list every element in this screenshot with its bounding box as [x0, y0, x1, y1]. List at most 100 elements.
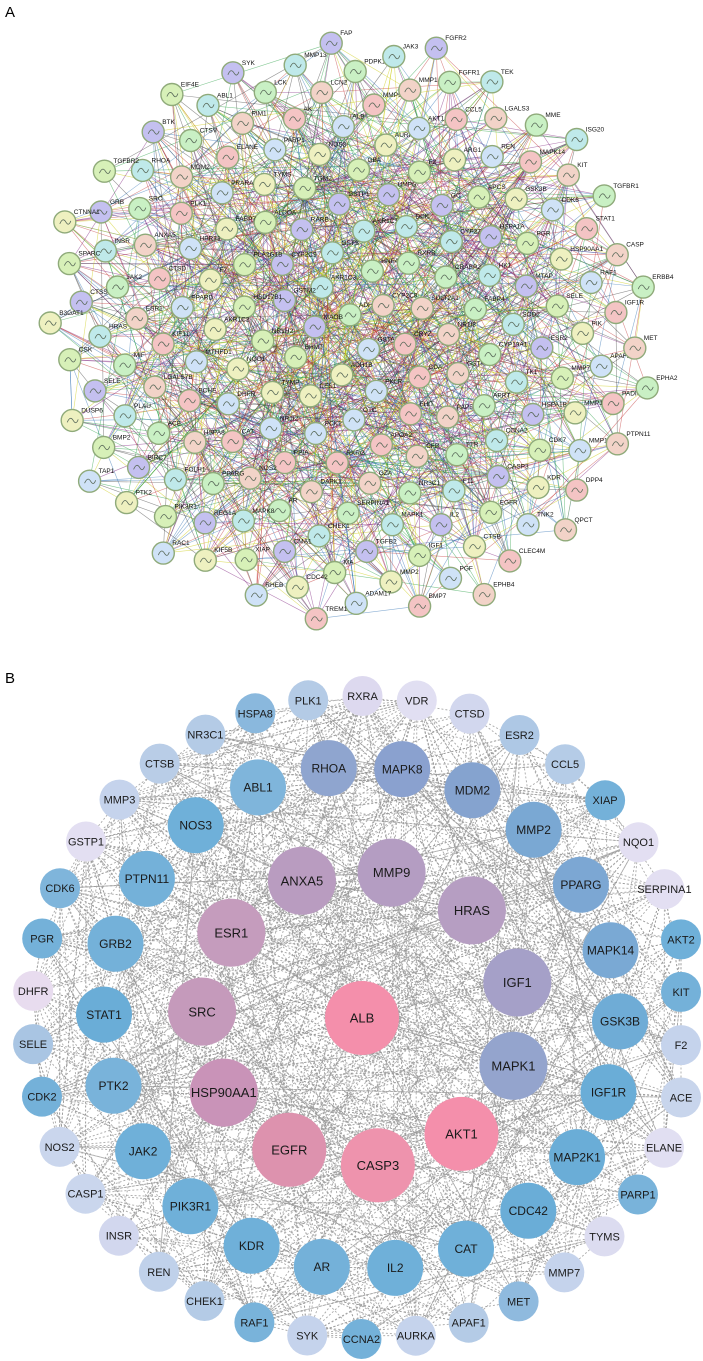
string-node-egfr[interactable]: EGFR [479, 499, 518, 524]
string-node-kit[interactable]: KIT [556, 162, 587, 187]
string-node-hk1[interactable]: HK1 [477, 262, 512, 287]
string-node-casp[interactable]: CASP [605, 242, 644, 267]
string-node-dpp4[interactable]: DPP4 [565, 477, 603, 502]
string-node-bmp7[interactable]: BMP7 [407, 593, 447, 618]
string-node-prara[interactable]: PRARA [210, 180, 254, 205]
string-node-cdc42[interactable]: CDC42 [285, 574, 328, 599]
string-node-fabp4[interactable]: FABP4 [463, 296, 505, 321]
hub-node-nqo1[interactable]: NQO1 [618, 822, 659, 863]
hub-node-gstp1[interactable]: GSTP1 [66, 821, 106, 862]
string-node-reg1a[interactable]: REG1A [193, 510, 237, 535]
string-node-tgfb2[interactable]: TGFB2 [355, 538, 397, 564]
string-node-otc[interactable]: OTC [342, 407, 377, 432]
string-node-esr2[interactable]: ESR2 [530, 335, 568, 360]
string-node-hprt1[interactable]: HPRT1 [178, 235, 222, 261]
string-node-raf1[interactable]: RAF1 [579, 270, 617, 295]
string-node-met[interactable]: MET [623, 335, 658, 360]
hub-node-esr1[interactable]: ESR1 [197, 898, 266, 967]
string-node-nqo1[interactable]: NQO1 [226, 356, 266, 381]
string-node-gc[interactable]: GC [430, 192, 461, 218]
string-node-mmp12[interactable]: MMP12 [568, 438, 612, 463]
string-node-cyp2c9[interactable]: CYP2C9 [270, 251, 317, 277]
string-node-epha2[interactable]: EPHA2 [635, 375, 678, 400]
hub-node-cdk6[interactable]: CDK6 [40, 868, 80, 909]
string-node-fabp7[interactable]: FABP7 [215, 216, 257, 241]
string-node-ccna2[interactable]: CCNA2 [484, 428, 528, 453]
hub-node-ctsb[interactable]: CTSB [139, 743, 180, 784]
string-node-pklr[interactable]: PKLR [364, 378, 403, 403]
string-node-f7[interactable]: F7 [198, 267, 227, 292]
string-node-anxa5[interactable]: ANXA5 [133, 232, 176, 257]
hub-node-mapk8[interactable]: MAPK8 [374, 741, 431, 798]
string-node-hsp90aa1[interactable]: HSP90AA1 [549, 246, 604, 271]
string-node-cyp19a1[interactable]: CYP19A1 [478, 342, 528, 367]
string-node-gsts[interactable]: GSTS [320, 240, 360, 265]
hub-node-mapk1[interactable]: MAPK1 [479, 1031, 548, 1100]
hub-node-stat1[interactable]: STAT1 [76, 986, 132, 1043]
hub-node-apaf1[interactable]: APAF1 [448, 1302, 489, 1343]
hub-node-chek1[interactable]: CHEK1 [184, 1281, 225, 1321]
hub-node-nr3c1[interactable]: NR3C1 [185, 714, 226, 755]
string-node-parp1[interactable]: PARP1 [263, 137, 305, 162]
hub-node-kdr[interactable]: KDR [223, 1217, 280, 1274]
hub-node-akt1[interactable]: AKT1 [424, 1096, 499, 1171]
hub-node-hras[interactable]: HRAS [437, 876, 506, 945]
string-node-alb[interactable]: ALB [331, 114, 365, 139]
string-node-serpina1[interactable]: SERPINA1 [336, 500, 390, 525]
string-node-lcn2[interactable]: LCN2 [310, 80, 348, 105]
hub-node-serpina1[interactable]: SERPINA1 [637, 869, 692, 910]
hub-node-egfr[interactable]: EGFR [252, 1112, 327, 1187]
string-node-aldoa[interactable]: ALDOA [253, 209, 297, 235]
string-node-clec4m[interactable]: CLEC4M [498, 548, 545, 573]
hub-node-nos3[interactable]: NOS3 [167, 797, 224, 854]
string-node-tgm2[interactable]: TGM2 [293, 175, 332, 201]
hub-node-rhoa[interactable]: RHOA [300, 740, 357, 797]
hub-node-cdc42[interactable]: CDC42 [500, 1182, 557, 1239]
string-node-il2[interactable]: IL2 [429, 512, 459, 537]
string-node-f11[interactable]: F11 [442, 478, 474, 503]
hub-node-mapk14[interactable]: MAPK14 [582, 922, 639, 979]
hub-node-il2[interactable]: IL2 [367, 1239, 424, 1296]
string-node-maob[interactable]: MAOB [303, 314, 343, 339]
string-node-ren[interactable]: REN [480, 144, 515, 169]
string-node-pparg[interactable]: PPARG [201, 471, 244, 496]
string-node-ma[interactable]: MA [323, 560, 354, 585]
string-node-f2[interactable]: F2 [407, 159, 437, 184]
hub-node-gsk3b[interactable]: GSK3B [592, 993, 648, 1050]
hub-node-sele[interactable]: SELE [13, 1024, 54, 1065]
string-node-insr[interactable]: INSR [93, 238, 130, 263]
string-node-ccl5[interactable]: CCL5 [444, 106, 482, 132]
string-node-mthfd1[interactable]: MTHFD1 [184, 349, 232, 374]
string-node-pla2g1b[interactable]: PLA2G1B [232, 252, 283, 277]
hub-node-ctsd[interactable]: CTSD [449, 693, 490, 734]
hub-node-ccl5[interactable]: CCL5 [545, 744, 586, 785]
string-node-bmp2[interactable]: BMP2 [91, 434, 131, 460]
string-node-elane[interactable]: ELANE [216, 144, 259, 169]
string-node-b3gat1[interactable]: B3GAT1 [38, 310, 84, 335]
string-node-fap[interactable]: FAP [319, 30, 352, 55]
string-node-dusp6[interactable]: DUSP6 [60, 407, 103, 433]
string-node-ephb4[interactable]: EPHB4 [472, 582, 515, 607]
string-node-dapk1[interactable]: DAPK1 [299, 479, 342, 504]
string-node-sele[interactable]: SELE [545, 293, 584, 318]
string-node-mmp1[interactable]: MMP1 [398, 77, 438, 102]
string-node-kif5b[interactable]: KIF5B [193, 547, 232, 572]
string-node-esr1[interactable]: ESR1 [125, 306, 163, 331]
string-node-umps[interactable]: UMPS [376, 182, 417, 207]
hub-node-grb2[interactable]: GRB2 [87, 915, 144, 972]
string-node-kdr[interactable]: KDR [526, 474, 561, 500]
string-node-rhoa[interactable]: RHOA [130, 157, 171, 183]
string-node-tnk2[interactable]: TNK2 [516, 512, 554, 537]
string-node-pim1[interactable]: PIM1 [230, 110, 268, 136]
string-node-hspa8[interactable]: HSPA8 [183, 429, 225, 454]
hub-node-casp1[interactable]: CASP1 [65, 1173, 106, 1214]
string-node-akr1c3[interactable]: AKR1C3 [310, 274, 357, 300]
string-node-tgfbr1[interactable]: TGFBR1 [592, 183, 639, 208]
string-node-sod2[interactable]: SOD2 [501, 311, 540, 336]
string-node-arg1[interactable]: ARG1 [442, 147, 482, 172]
hub-node-hsp90aa1[interactable]: HSP90AA1 [189, 1058, 258, 1127]
hub-node-cat[interactable]: CAT [438, 1220, 494, 1277]
string-node-pgr[interactable]: PGR [515, 230, 551, 256]
string-node-mmp2[interactable]: MMP2 [379, 569, 419, 594]
string-node-aurka[interactable]: AURKA [374, 132, 418, 157]
